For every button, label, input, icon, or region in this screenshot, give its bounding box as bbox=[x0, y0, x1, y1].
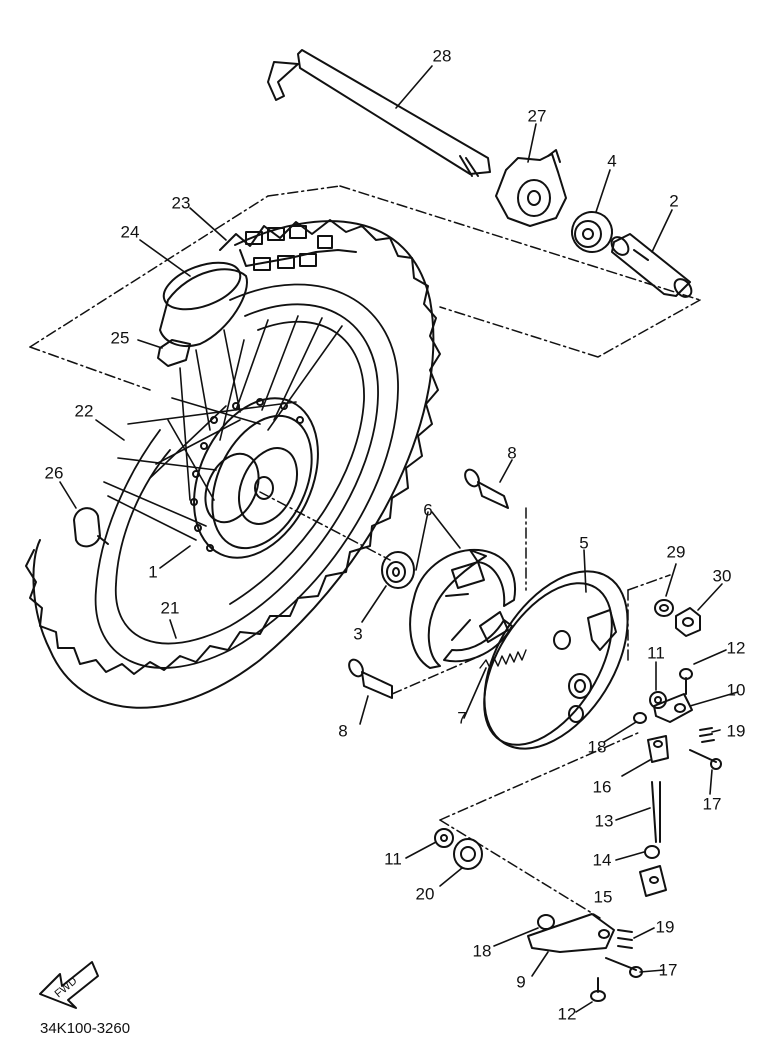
rim-lock-26 bbox=[74, 508, 108, 546]
tire-23 bbox=[26, 220, 440, 708]
part-label-1: 1 bbox=[148, 562, 158, 582]
collar-2 bbox=[608, 234, 695, 300]
part-label-15: 15 bbox=[593, 887, 613, 907]
lever-9 bbox=[528, 914, 614, 952]
rim-band-25 bbox=[158, 340, 190, 366]
nut-14 bbox=[645, 846, 659, 858]
part-label-2: 2 bbox=[669, 191, 679, 211]
part-label-26: 26 bbox=[44, 463, 64, 483]
part-label-12-upper: 12 bbox=[726, 638, 746, 658]
part-label-11-lower: 11 bbox=[384, 849, 402, 869]
part-label-13: 13 bbox=[594, 811, 614, 831]
part-label-18-lower: 18 bbox=[472, 941, 492, 961]
diagram-code: 34K100-3260 bbox=[40, 1020, 131, 1037]
pin-8-lower bbox=[346, 657, 392, 698]
part-label-28: 28 bbox=[432, 46, 452, 66]
brake-shoes-6 bbox=[410, 550, 515, 668]
pin-19-upper bbox=[700, 728, 714, 742]
rod-13 bbox=[652, 782, 660, 842]
part-label-27: 27 bbox=[527, 106, 547, 126]
bolt-12-upper bbox=[680, 669, 692, 694]
part-label-9: 9 bbox=[516, 972, 526, 992]
rim bbox=[96, 284, 398, 667]
assembly-frame bbox=[30, 186, 700, 918]
part-label-11-upper: 11 bbox=[647, 643, 665, 663]
part-label-19-upper: 19 bbox=[726, 721, 746, 741]
part-label-25: 25 bbox=[110, 328, 130, 348]
part-label-10: 10 bbox=[726, 680, 746, 700]
part-label-17-lower: 17 bbox=[658, 960, 678, 980]
washer-11-lower bbox=[435, 829, 453, 847]
part-label-7: 7 bbox=[457, 708, 467, 728]
part-label-8-lower: 8 bbox=[338, 721, 348, 741]
pin-17-upper bbox=[690, 750, 721, 769]
spokes-22 bbox=[104, 316, 342, 540]
tube-24 bbox=[158, 254, 247, 347]
seal-20 bbox=[454, 839, 482, 869]
fwd-arrow-icon bbox=[40, 962, 98, 1008]
part-label-19-lower: 19 bbox=[655, 917, 675, 937]
speedometer-gear-unit bbox=[496, 150, 566, 226]
part-label-6: 6 bbox=[423, 500, 433, 520]
part-label-3: 3 bbox=[353, 624, 363, 644]
part-label-8-upper: 8 bbox=[507, 443, 517, 463]
joint-15 bbox=[640, 866, 666, 896]
bolt-12-lower bbox=[591, 978, 605, 1001]
wheel-axle bbox=[268, 50, 490, 176]
part-label-5: 5 bbox=[579, 533, 589, 553]
washer-18-upper bbox=[634, 713, 646, 723]
bearing-3 bbox=[382, 552, 414, 588]
part-label-23: 23 bbox=[171, 193, 191, 213]
part-label-29: 29 bbox=[666, 542, 686, 562]
part-label-18-upper: 18 bbox=[587, 737, 607, 757]
part-label-16: 16 bbox=[592, 777, 612, 797]
pin-8-upper bbox=[462, 467, 508, 508]
hub-1 bbox=[170, 378, 343, 578]
bearing-4 bbox=[565, 205, 620, 260]
fwd-badge-text: FWD bbox=[53, 975, 80, 1000]
brake-plate-5 bbox=[455, 546, 657, 774]
washer-29 bbox=[655, 600, 673, 616]
nut-30 bbox=[676, 608, 700, 636]
part-label-4: 4 bbox=[607, 151, 617, 171]
lever-10 bbox=[654, 694, 692, 722]
leader-lines bbox=[60, 66, 738, 1012]
washer-11-upper bbox=[650, 692, 666, 708]
pin-17-lower bbox=[606, 958, 642, 977]
part-label-17-upper: 17 bbox=[702, 794, 722, 814]
pin-19-lower bbox=[618, 930, 632, 948]
part-label-22: 22 bbox=[74, 401, 94, 421]
part-label-24: 24 bbox=[120, 222, 140, 242]
part-label-14: 14 bbox=[592, 850, 612, 870]
part-label-21: 21 bbox=[160, 598, 180, 618]
part-label-30: 30 bbox=[712, 566, 732, 586]
part-label-12-lower: 12 bbox=[557, 1004, 577, 1024]
part-label-20: 20 bbox=[415, 884, 435, 904]
joint-16 bbox=[648, 736, 668, 762]
